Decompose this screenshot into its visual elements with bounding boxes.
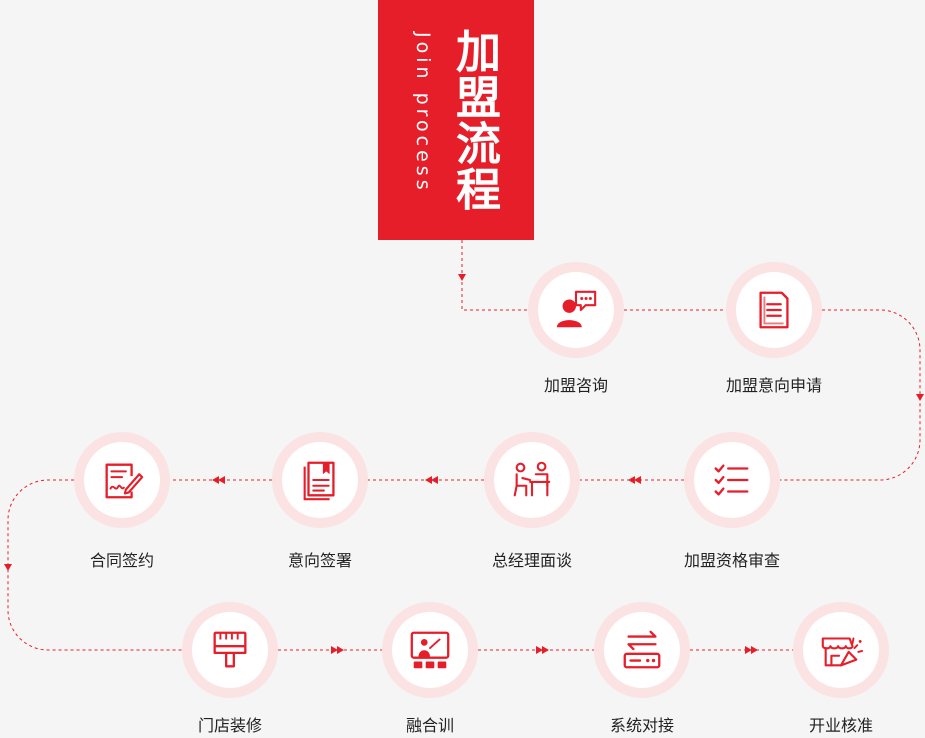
step-node-training xyxy=(382,602,478,698)
arrow-down-left xyxy=(4,564,12,571)
step-node-apply xyxy=(726,262,822,358)
book-icon xyxy=(303,461,335,501)
step-node-consult xyxy=(528,262,624,358)
step-node-system xyxy=(594,602,690,698)
step-label-opening: 开业核准 xyxy=(808,716,873,735)
arrow-down-right xyxy=(916,394,924,401)
checklist-icon xyxy=(714,464,749,496)
step-label-decoration: 门店装修 xyxy=(197,716,262,735)
connector-step2-to-step3 xyxy=(780,309,921,481)
step-node-interview xyxy=(484,432,580,528)
step-label-review: 加盟资格审查 xyxy=(683,551,780,570)
step-node-review xyxy=(684,432,780,528)
step-label-system: 系统对接 xyxy=(609,716,674,735)
step-label-training: 融合训 xyxy=(405,716,454,735)
step-label-interview: 总经理面谈 xyxy=(491,551,572,570)
step-node-intent-sign xyxy=(272,432,368,528)
system-sync-icon xyxy=(623,630,661,669)
arrow-left-step4 xyxy=(425,476,438,484)
connector-title-to-step1 xyxy=(461,240,528,311)
document-icon xyxy=(759,291,789,329)
page-subtitle: Join process xyxy=(412,32,434,194)
step-node-contract xyxy=(74,432,170,528)
arrow-left-step5 xyxy=(212,476,225,484)
arrow-right-step8 xyxy=(536,646,549,654)
arrow-down-title xyxy=(458,274,466,281)
step-label-consult: 加盟咨询 xyxy=(543,376,608,395)
arrow-left-step3 xyxy=(628,476,641,484)
party-store-icon xyxy=(821,637,864,667)
interview-icon xyxy=(513,461,551,497)
step-label-contract: 合同签约 xyxy=(89,551,154,570)
paint-brush-icon xyxy=(213,631,247,668)
contract-sign-icon xyxy=(105,463,144,499)
title-banner xyxy=(378,0,534,240)
step-node-opening xyxy=(793,602,889,698)
step-label-apply: 加盟意向申请 xyxy=(725,376,822,395)
step-node-decoration xyxy=(182,602,278,698)
arrow-right-step7 xyxy=(331,646,344,654)
training-board-icon xyxy=(410,631,450,669)
consult-icon xyxy=(556,290,597,328)
arrow-right-step9 xyxy=(745,646,758,654)
step-label-intent-sign: 意向签署 xyxy=(287,551,352,570)
page-title: 加盟流程 xyxy=(448,28,501,212)
